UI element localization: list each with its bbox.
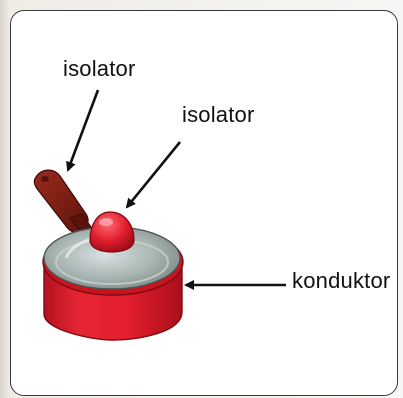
label-pan-body-conductor: konduktor [292, 268, 391, 293]
pan-handle [33, 169, 97, 239]
label-lid-knob-isolator: isolator [182, 102, 255, 127]
arrow-to-handle [66, 89, 100, 172]
lid-knob [89, 211, 135, 253]
callout-arrows [66, 89, 286, 290]
arrow-to-lid-knob [125, 141, 182, 209]
label-handle-isolator: isolator [63, 56, 136, 81]
